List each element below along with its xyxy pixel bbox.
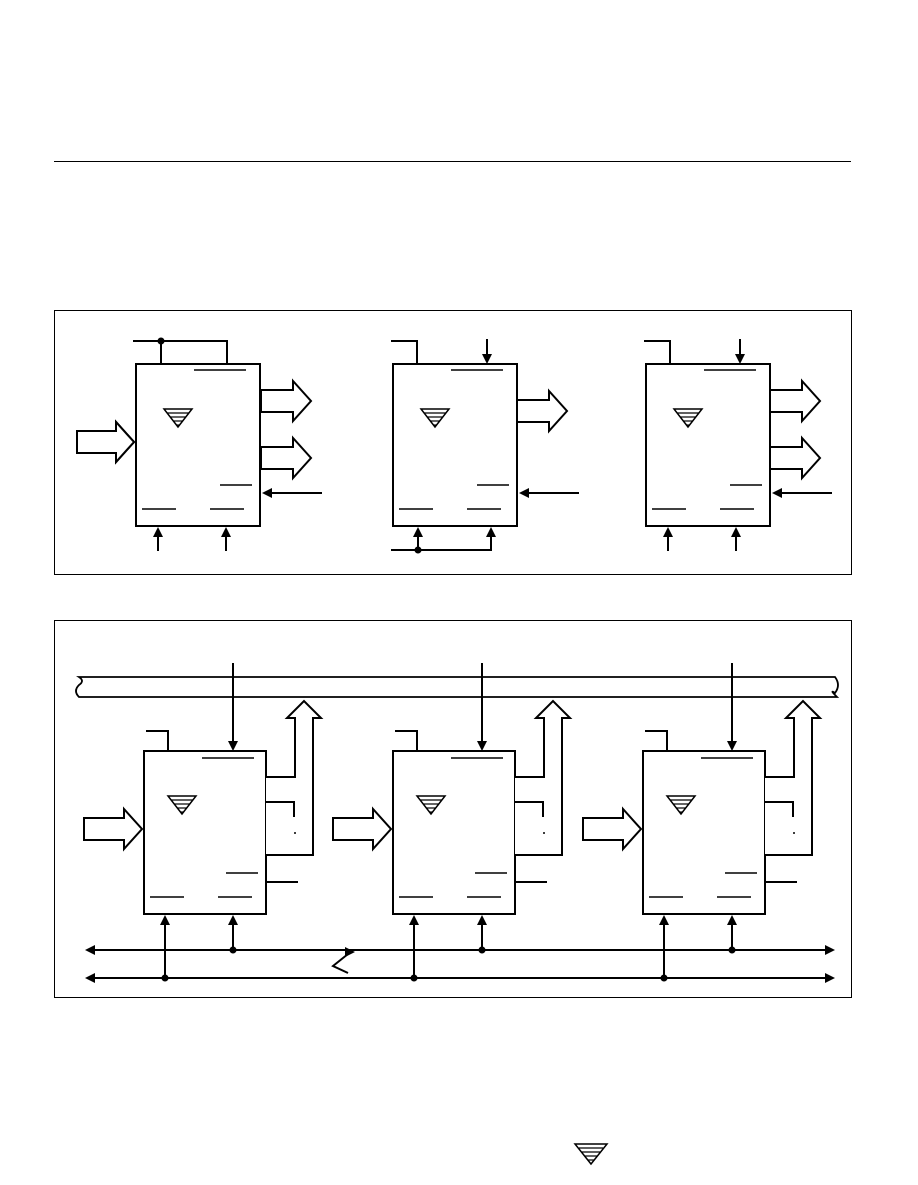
arrowhead-icon — [825, 945, 835, 955]
junction-dot — [161, 974, 169, 982]
device-box — [392, 363, 518, 527]
input-bus-arrow-icon — [83, 806, 144, 852]
junction-dot — [478, 946, 486, 954]
arrowhead-icon — [663, 527, 673, 537]
arrowhead-icon — [659, 915, 669, 925]
junction-dot — [414, 546, 422, 554]
arrowhead-icon — [519, 488, 529, 498]
common-bus-outline — [75, 676, 840, 698]
arrowhead-icon — [482, 354, 492, 364]
arrowhead-icon — [228, 741, 238, 751]
output-bus-arrow-icon — [765, 699, 823, 856]
arrowhead-icon — [413, 527, 423, 537]
idt-logo-icon — [415, 795, 447, 816]
arrowhead-icon — [727, 915, 737, 925]
output-bracket-line — [765, 801, 794, 817]
idt-logo-icon — [162, 408, 194, 429]
arrowhead-icon — [262, 488, 272, 498]
arrowhead-icon — [160, 915, 170, 925]
input-bus-arrow-icon — [76, 419, 136, 465]
junction-dot — [728, 946, 736, 954]
idt-logo-icon — [166, 795, 198, 816]
top-signal-line — [146, 730, 169, 751]
arrowhead-icon — [85, 973, 95, 983]
input-bus-arrow-icon — [582, 806, 643, 852]
arrowhead-icon — [228, 915, 238, 925]
output-bracket-line — [266, 801, 295, 817]
tiny-dot — [793, 832, 795, 834]
top-signal-line — [133, 340, 228, 364]
junction-dot — [229, 946, 237, 954]
arrowhead-icon — [85, 945, 95, 955]
device-box — [642, 750, 766, 915]
figure-2-diagram — [75, 663, 840, 983]
arrowhead-icon — [477, 915, 487, 925]
figure-1-diagram — [76, 337, 832, 554]
footer-logo-icon — [573, 1143, 609, 1166]
output-bus-arrow-icon — [266, 699, 324, 856]
junction-dot — [157, 337, 165, 345]
idt-logo-icon — [419, 408, 451, 429]
output-bracket-line — [515, 801, 544, 817]
device-box — [645, 363, 771, 527]
arrowhead-icon — [727, 741, 737, 751]
figure-2-device-2 — [332, 663, 573, 982]
arrowhead-icon — [825, 973, 835, 983]
top-signal-line — [391, 340, 418, 364]
bottom-signal-line — [391, 536, 492, 551]
junction-dot — [410, 974, 418, 982]
arrowhead-icon — [772, 488, 782, 498]
output-bus-arrow-icon — [769, 378, 822, 424]
device-box — [135, 363, 261, 527]
arrowhead-icon — [221, 527, 231, 537]
zigzag-annotation — [331, 953, 349, 974]
output-bus-arrow-icon — [260, 435, 313, 481]
arrowhead-icon — [153, 527, 163, 537]
output-bus-arrow-icon — [260, 378, 313, 424]
arrowhead-icon — [477, 741, 487, 751]
tiny-dot — [543, 832, 545, 834]
figure-2-shared-lines — [85, 945, 835, 983]
output-bus-arrow-icon — [515, 699, 573, 856]
arrowhead-icon — [731, 527, 741, 537]
arrowhead-icon — [409, 915, 419, 925]
figure-2-frame — [54, 620, 852, 998]
top-signal-line — [645, 730, 668, 751]
device-box — [392, 750, 516, 915]
top-signal-line — [644, 340, 671, 364]
input-bus-arrow-icon — [332, 806, 393, 852]
header-rule — [54, 161, 851, 162]
idt-logo-icon — [672, 408, 704, 429]
arrowhead-icon — [345, 947, 355, 957]
arrowhead-icon — [735, 354, 745, 364]
figure-2-device-1 — [83, 663, 324, 982]
figure-1-device-3 — [76, 339, 832, 551]
figure-1-frame — [54, 310, 852, 575]
tiny-dot — [294, 832, 296, 834]
figure-2-common-bus — [75, 676, 840, 698]
device-box — [143, 750, 267, 915]
idt-logo-icon — [665, 795, 697, 816]
output-bus-arrow-icon — [769, 435, 822, 481]
arrowhead-icon — [486, 527, 496, 537]
junction-dot — [660, 974, 668, 982]
top-signal-line — [395, 730, 418, 751]
output-bus-arrow-icon — [516, 388, 569, 434]
figure-2-device-3 — [582, 663, 823, 982]
